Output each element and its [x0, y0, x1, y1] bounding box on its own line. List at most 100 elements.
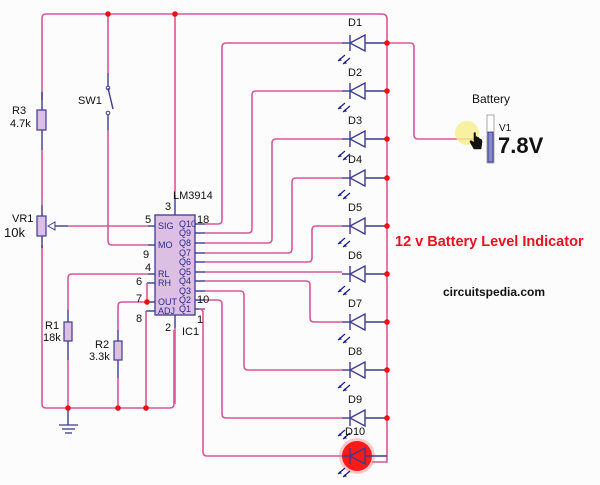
led-d8[interactable]: D8	[337, 346, 387, 392]
ic-pin-label-q2: Q2	[179, 295, 191, 305]
wire-q2-to-d2	[205, 299, 342, 419]
battery-voltage-readout: 7.8V	[498, 133, 544, 158]
led-d7[interactable]: D7	[337, 298, 387, 344]
ic-lm3914-body	[154, 214, 196, 316]
ic-ref: IC1	[182, 326, 199, 338]
wire-battery	[387, 42, 480, 140]
led-d1[interactable]: D1	[337, 17, 387, 65]
ic-pin2-num: 2	[165, 322, 171, 334]
led-d6[interactable]: D6	[337, 250, 387, 296]
sw1-name: SW1	[78, 95, 102, 107]
junction-dot	[384, 319, 390, 325]
ic-pin-num-4: 4	[145, 262, 151, 274]
wire-left-vertical	[41, 245, 175, 409]
led-d2[interactable]: D2	[337, 67, 387, 113]
r3-resistor	[36, 109, 47, 131]
cursor-highlight	[455, 121, 479, 145]
vr1-value: 10k	[4, 225, 25, 240]
led-diode-icon	[348, 216, 366, 236]
junction-dot	[384, 136, 390, 142]
website-credit: circuitspedia.com	[443, 285, 546, 299]
junction-dot	[65, 405, 71, 411]
junction-dot	[105, 11, 111, 17]
light-emission-arrows-icon	[337, 429, 351, 440]
led-diode-icon	[348, 312, 366, 332]
ic-pin-label-q3: Q3	[179, 286, 191, 296]
junction-dot	[384, 223, 390, 229]
light-emission-arrows-icon	[337, 285, 351, 296]
ic-pin-num-10: 10	[197, 294, 209, 306]
led-label: D9	[348, 394, 362, 406]
led-diode-icon	[348, 408, 366, 428]
ic-part-number: LM3914	[173, 190, 213, 202]
led-label: D4	[348, 154, 362, 166]
led-label: D8	[348, 346, 362, 358]
ic-pin-num-9: 9	[143, 249, 149, 261]
junction-dot	[384, 40, 390, 46]
r3-name: R3	[12, 105, 26, 117]
led-diode-icon	[348, 168, 366, 188]
wire-q3-to-d3	[205, 290, 342, 371]
battery-label: Battery	[472, 92, 511, 106]
ic-pin-label-rl: RL	[158, 269, 170, 279]
ic-pin-label-q6: Q6	[179, 257, 191, 267]
ic-pin-label-out: OUT	[158, 297, 178, 307]
r2-value: 3.3k	[89, 351, 110, 363]
junction-dot	[384, 271, 390, 277]
junction-dot	[384, 367, 390, 373]
junction-dot	[115, 405, 121, 411]
wire-q10-to-d10	[205, 42, 342, 225]
led-diode-icon	[348, 81, 366, 101]
led-label: D5	[348, 202, 362, 214]
junction-dot	[384, 415, 390, 421]
vr1-potentiometer	[36, 215, 47, 237]
led-label: D3	[348, 115, 362, 127]
junction-dot	[144, 299, 150, 305]
led-d10[interactable]: D10	[337, 426, 387, 478]
led-d5[interactable]: D5	[337, 202, 387, 248]
wire-q1-to-d1	[198, 308, 342, 457]
ic-pin-num-7: 7	[136, 293, 142, 305]
led-label: D6	[348, 250, 362, 262]
r1-resistor	[63, 321, 73, 342]
led-d3[interactable]: D3	[337, 115, 387, 161]
ic-pin-label-mo: MO	[158, 240, 173, 250]
ic-pin-label-rh: RH	[158, 278, 171, 288]
ic-pin-label-q5: Q5	[179, 267, 191, 277]
wire-rl-r1	[67, 273, 148, 310]
ic-pin-label-adj: ADJ	[158, 306, 175, 316]
junction-dot	[384, 88, 390, 94]
wire-q4-to-d4	[205, 280, 342, 323]
led-label: D2	[348, 67, 362, 79]
light-emission-arrows-icon	[337, 467, 351, 478]
hand-pointer-icon	[469, 132, 483, 150]
led-diode-icon	[348, 33, 366, 53]
ic-pin-label-sig: SIG	[158, 221, 174, 231]
light-emission-arrows-icon	[337, 381, 351, 392]
junction-dot	[172, 11, 178, 17]
wire-sw1-mo	[107, 130, 148, 246]
wire-top-rail	[41, 13, 388, 463]
wire-out-r2	[117, 301, 146, 330]
ic-pin-label-q7: Q7	[179, 248, 191, 258]
wire-q6-to-d6	[205, 225, 342, 263]
junction-dot	[384, 175, 390, 181]
ic-pin-label-q10: Q10	[179, 219, 196, 229]
light-emission-arrows-icon	[337, 333, 351, 344]
wire-q8-to-d8	[205, 138, 342, 244]
junction-dot	[143, 405, 149, 411]
sw1-lever	[107, 87, 114, 110]
led-label: D1	[348, 17, 362, 29]
led-label: D7	[348, 298, 362, 310]
led-d9[interactable]: D9	[337, 394, 387, 440]
light-emission-arrows-icon	[337, 237, 351, 248]
ic-pin-num-8: 8	[136, 313, 142, 325]
battery-level-fill	[487, 131, 494, 163]
ic-pin-label-q9: Q9	[179, 228, 191, 238]
ic-pin-label-q8: Q8	[179, 238, 191, 248]
led-d4[interactable]: D4	[337, 154, 387, 200]
sw1-contact-bottom	[105, 110, 111, 116]
ic-pin-label-q4: Q4	[179, 276, 191, 286]
diagram-title: 12 v Battery Level Indicator	[395, 234, 584, 250]
